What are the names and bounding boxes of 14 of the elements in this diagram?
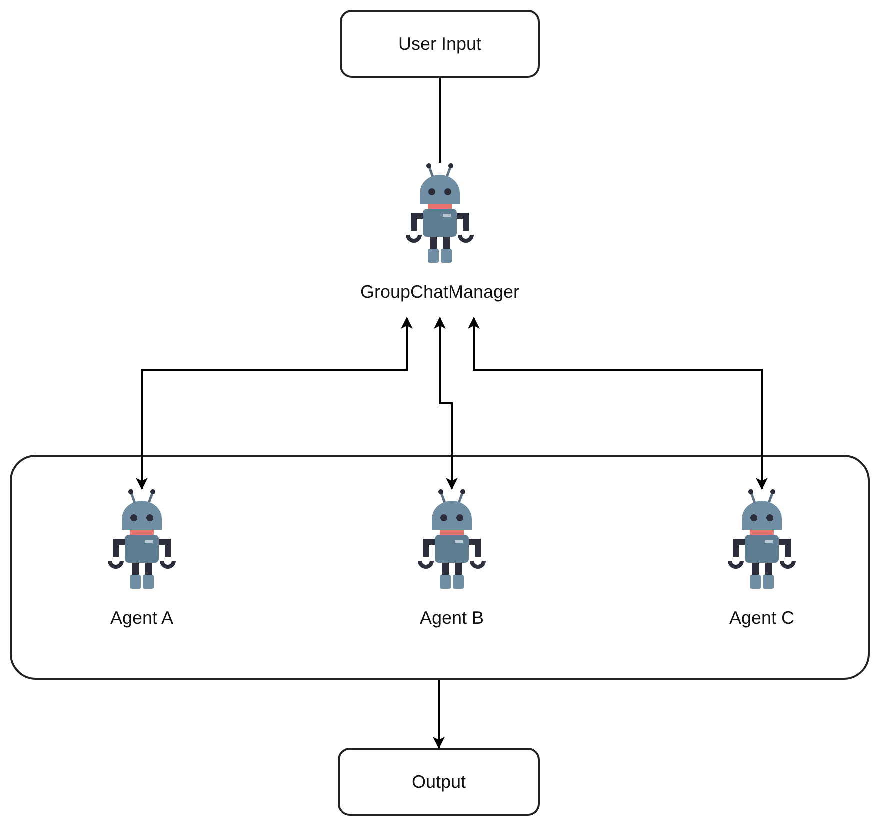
group-container: [10, 455, 870, 680]
process-box: [338, 748, 540, 816]
arrow: [434, 317, 458, 490]
arrow: [468, 317, 768, 490]
node-label: Output: [412, 772, 466, 792]
node-label: Agent B: [420, 608, 484, 629]
arrow: [433, 680, 445, 749]
connector-line: [439, 78, 441, 163]
arrow: [136, 317, 413, 490]
node-label: Agent A: [110, 608, 174, 629]
node-label: User Input: [398, 34, 482, 54]
process-box: [340, 10, 540, 78]
node-label: GroupChatManager: [360, 282, 520, 303]
node-label: Agent C: [729, 608, 795, 629]
